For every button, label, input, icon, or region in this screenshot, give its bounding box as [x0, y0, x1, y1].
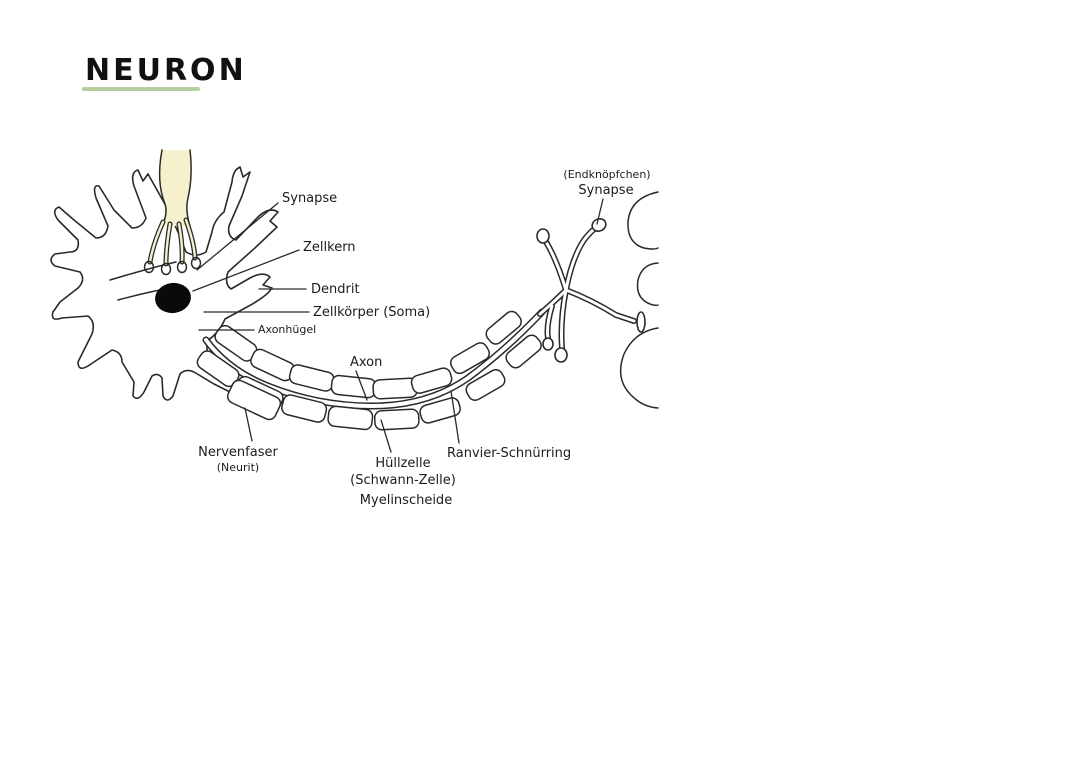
label-axon: Axon [350, 355, 382, 370]
label-ranvier: Ranvier-Schnürring [447, 446, 571, 461]
myelin-segment-pair [449, 342, 506, 401]
page-title: NEURON [85, 53, 247, 88]
label-neurit: (Neurit) [217, 461, 259, 474]
label-endknoepfchen-synapse: Synapse [578, 183, 633, 198]
label-endknoepfchen: (Endknöpfchen) [563, 168, 650, 181]
label-myelinscheide: Myelinscheide [360, 493, 452, 508]
end-knob [636, 311, 646, 333]
diagram-artwork [50, 149, 659, 453]
end-knob [554, 347, 568, 363]
synaptic-knob [160, 262, 172, 276]
leader-synapse [196, 202, 279, 271]
label-nervenfaser: Nervenfaser [198, 445, 278, 460]
target-cell [619, 191, 659, 409]
myelin-sheath-segments [196, 310, 542, 431]
axon-terminal-branches [536, 218, 646, 363]
title-underline [82, 87, 200, 91]
label-zellkern: Zellkern [303, 240, 356, 255]
leader-ranvier [450, 390, 460, 444]
leader-endknoepfchen [596, 198, 604, 225]
end-knob [536, 228, 550, 244]
label-dendrit: Dendrit [311, 282, 360, 297]
leader-lines [192, 198, 604, 453]
label-schwann-zelle: (Schwann-Zelle) [350, 473, 456, 488]
myelin-segment-pair [372, 377, 420, 431]
end-knob [591, 218, 607, 232]
end-knob [542, 337, 554, 351]
leader-zellkern [192, 249, 300, 292]
nucleus [155, 282, 191, 314]
leader-nervenfaser [244, 407, 253, 442]
label-synapse: Synapse [282, 191, 337, 206]
soma-dendrites-outline [50, 166, 279, 401]
myelin-segment-pair [410, 367, 461, 424]
presynaptic-terminal [143, 149, 202, 276]
leader-huellzelle [380, 419, 392, 453]
leader-axon [355, 370, 368, 401]
myelin-segment-pair [485, 310, 542, 369]
label-axonhuegel: Axonhügel [258, 323, 316, 336]
synaptic-knob [143, 260, 155, 274]
synaptic-knob [176, 260, 188, 274]
label-zellkoerper: Zellkörper (Soma) [313, 305, 430, 320]
synaptic-knob [190, 256, 202, 270]
label-huellzelle: Hüllzelle [375, 456, 430, 471]
diagram-labels: Synapse Zellkern Dendrit Zellkörper (Som… [198, 168, 650, 508]
